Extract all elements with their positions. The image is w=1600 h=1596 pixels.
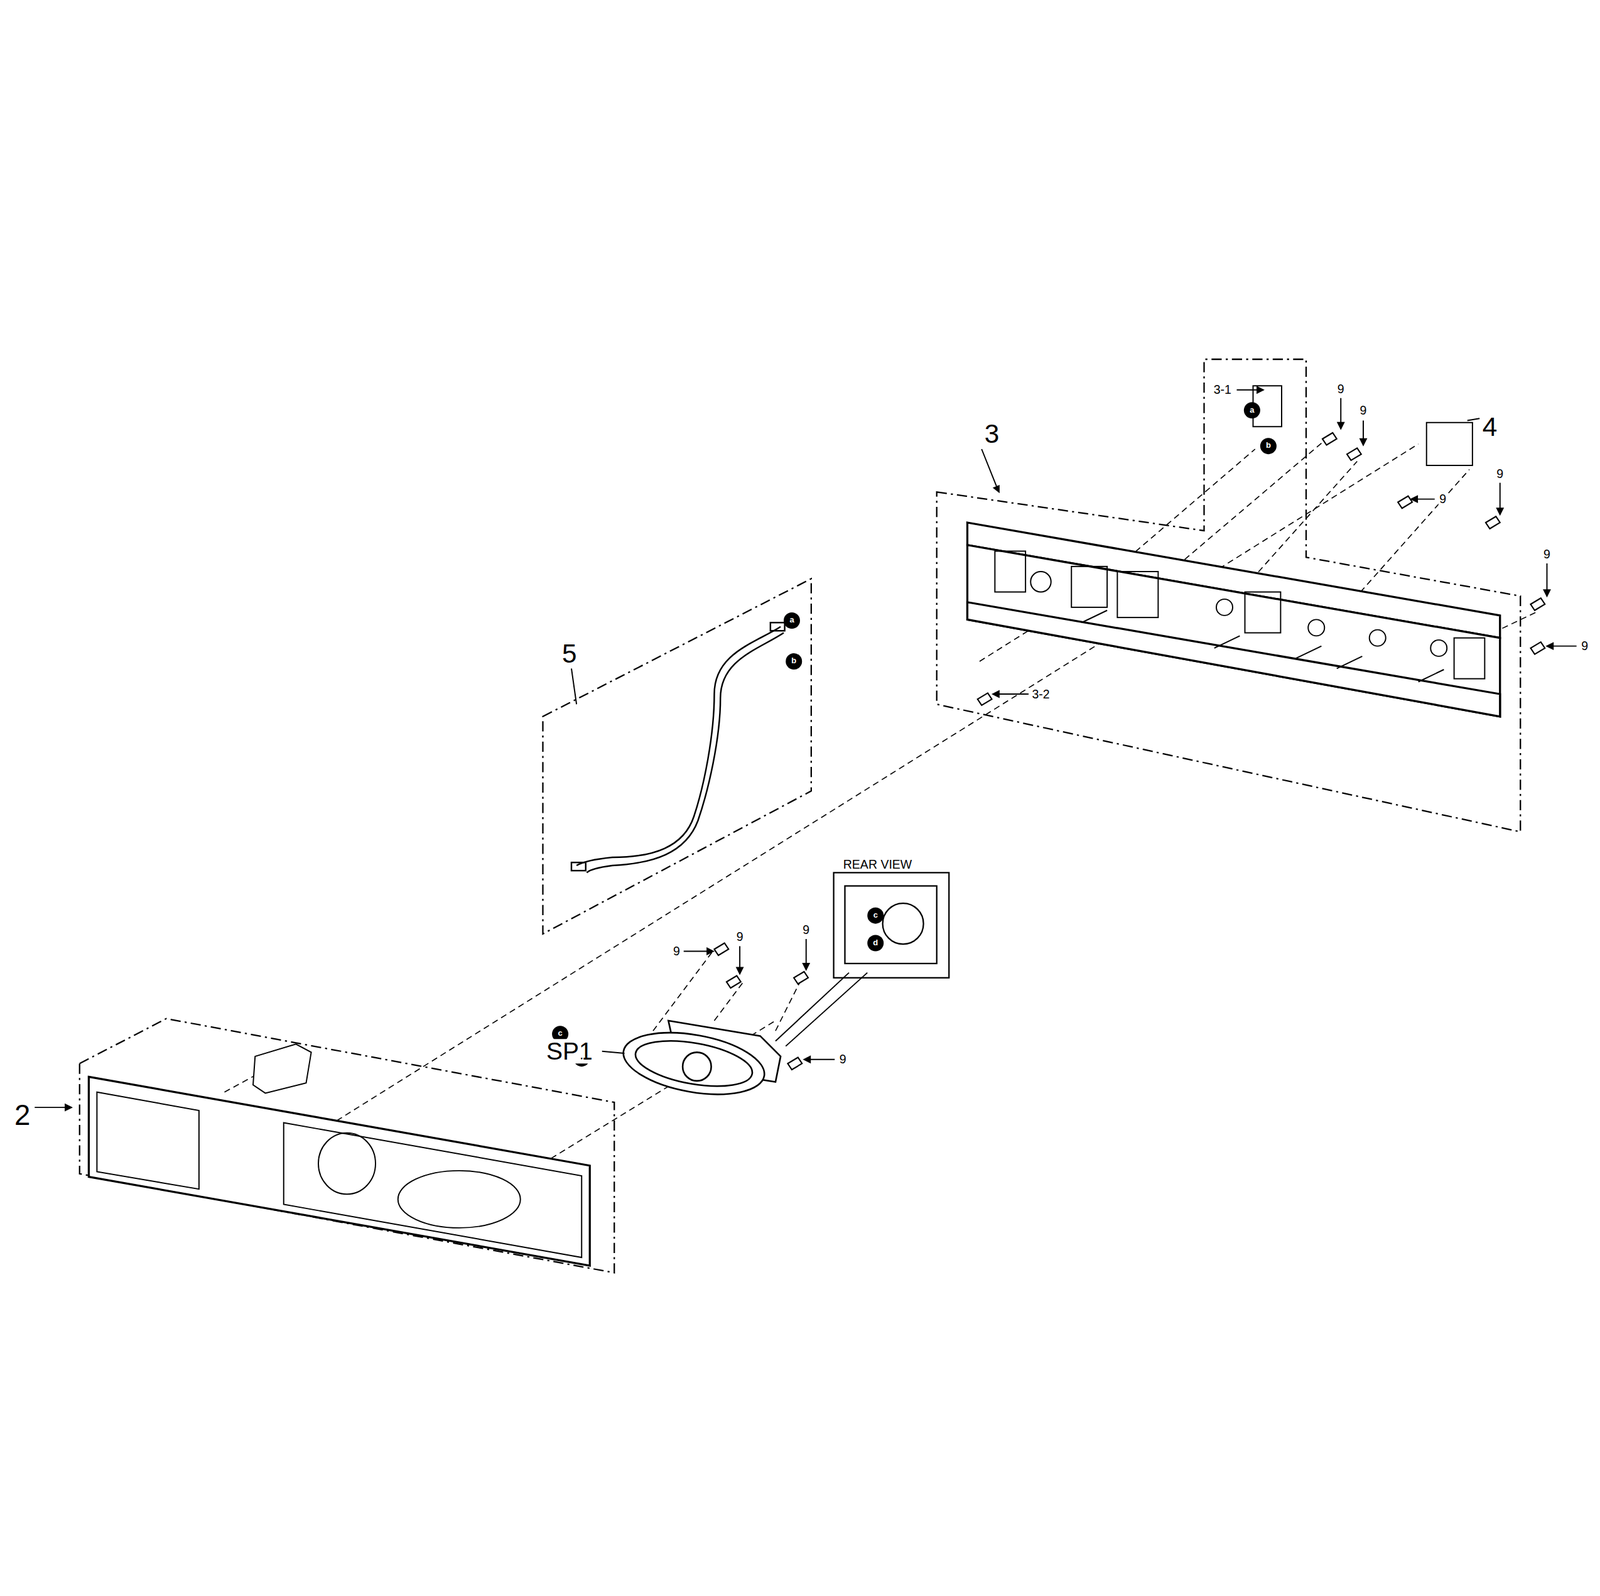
connector-letter: b [790,657,798,666]
connector-letter: c [872,911,879,920]
callout-number: 9 [1336,382,1346,395]
callout-number: 4 [1481,413,1499,440]
callout-number: 9 [801,923,811,937]
connector-letter: b [1264,442,1272,451]
connector-letter: d [578,1054,586,1063]
callout-number: 5 [560,639,578,667]
callout-number: 9 [1358,404,1368,417]
callout-number: 2 [13,1100,32,1130]
callout-number: 9 [1495,467,1505,480]
callout-number: 3-1 [1212,383,1233,397]
callout-number: 3 [983,420,1001,448]
connector-letter: a [1248,406,1256,415]
callout-number: 3-2 [1031,687,1051,701]
callout-number: 9 [838,1053,848,1066]
callout-number: 9 [1580,639,1590,653]
callout-number: 9 [735,930,745,944]
connector-letter: d [872,938,880,947]
callout-number: SP1 [545,1038,594,1064]
connector-letter: a [788,616,795,625]
callout-number: REAR VIEW [842,858,914,871]
callout-number: 9 [1542,548,1552,561]
callout-number: 9 [1438,492,1448,506]
callout-number: 9 [671,945,681,958]
connector-letter: c [556,1029,564,1038]
